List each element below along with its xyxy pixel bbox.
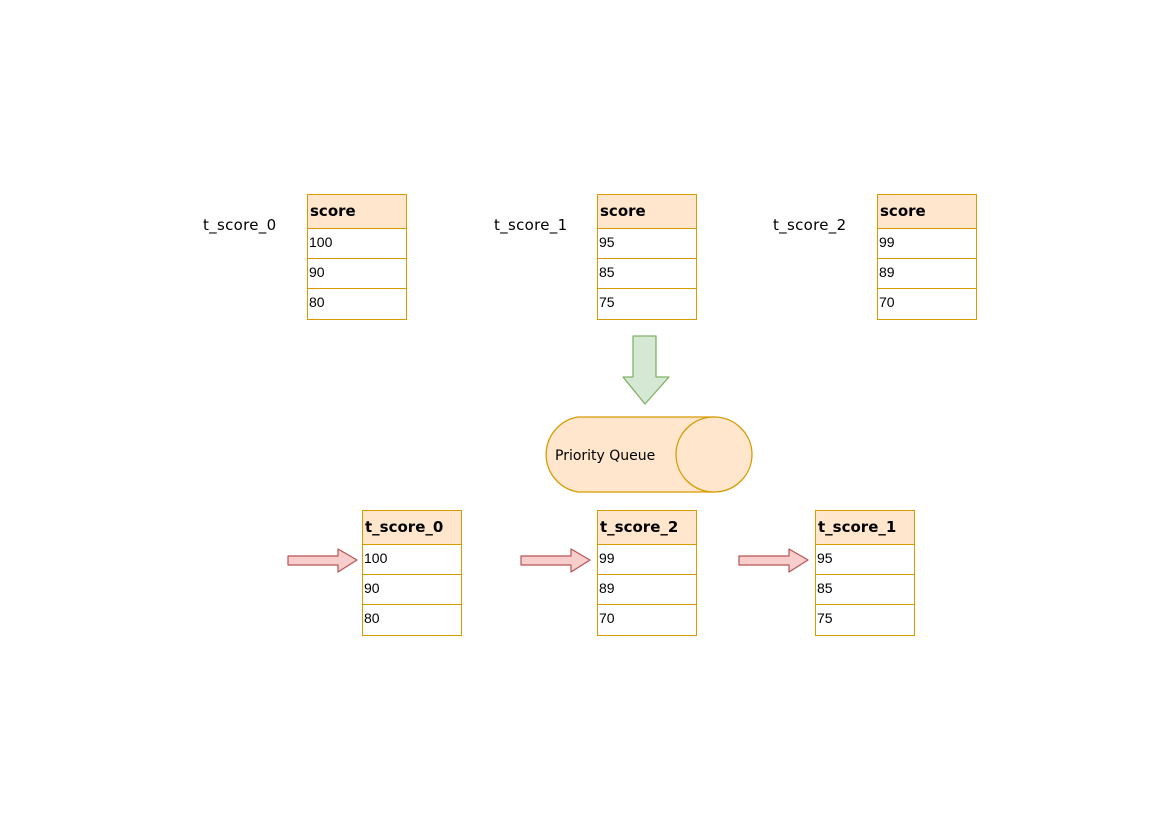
table-header: score <box>308 195 406 229</box>
merged-table: t_score_1 95 85 75 <box>815 510 915 636</box>
source-table: score 95 85 75 <box>597 194 697 320</box>
table-row: 80 <box>364 610 380 626</box>
table-row: 75 <box>599 294 615 310</box>
table-row: 100 <box>308 229 406 259</box>
table-row: 90 <box>308 259 406 289</box>
table-row: 99 <box>598 545 696 575</box>
table-row: 95 <box>816 545 914 575</box>
table-row: 70 <box>879 294 895 310</box>
table-row: 99 <box>878 229 976 259</box>
pointer-arrow-icon <box>738 548 809 573</box>
merged-table: t_score_0 100 90 80 <box>362 510 462 636</box>
table-row: 85 <box>816 575 914 605</box>
table-name-label: t_score_2 <box>773 216 847 234</box>
priority-queue-label: Priority Queue <box>555 448 656 464</box>
table-header: t_score_1 <box>816 511 914 545</box>
table-row: 70 <box>599 610 615 626</box>
down-arrow-icon <box>622 335 670 405</box>
source-table: score 100 90 80 <box>307 194 407 320</box>
table-row: 80 <box>309 294 325 310</box>
source-table: score 99 89 70 <box>877 194 977 320</box>
merged-table: t_score_2 99 89 70 <box>597 510 697 636</box>
table-row: 89 <box>598 575 696 605</box>
pointer-arrow-icon <box>287 548 358 573</box>
table-row: 100 <box>363 545 461 575</box>
table-row: 75 <box>817 610 833 626</box>
table-row: 95 <box>598 229 696 259</box>
table-name-label: t_score_0 <box>203 216 277 234</box>
table-row: 89 <box>878 259 976 289</box>
table-header: score <box>598 195 696 229</box>
priority-queue-shape <box>545 416 753 493</box>
table-header: score <box>878 195 976 229</box>
table-header: t_score_2 <box>598 511 696 545</box>
table-name-label: t_score_1 <box>494 216 568 234</box>
table-row: 90 <box>363 575 461 605</box>
pointer-arrow-icon <box>520 548 591 573</box>
table-row: 85 <box>598 259 696 289</box>
table-header: t_score_0 <box>363 511 461 545</box>
